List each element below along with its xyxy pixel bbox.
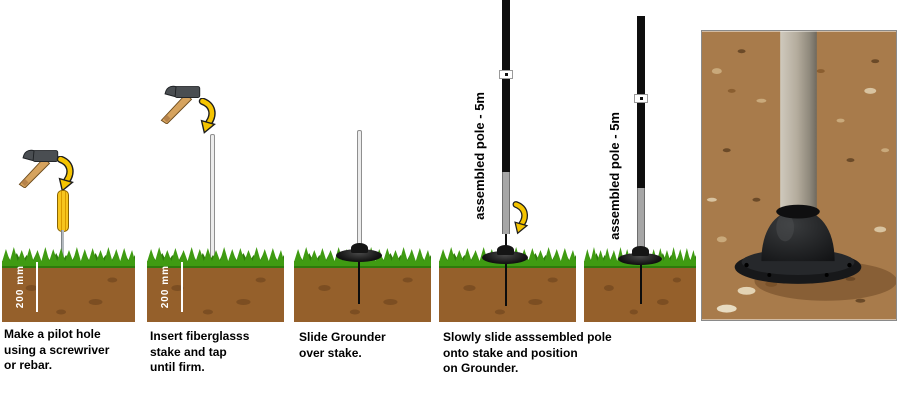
grounder-disc [618,253,662,265]
depth-label-text: 200 mm [159,265,171,309]
pole-mid-section [502,79,510,172]
soil-cross-section [2,246,135,322]
depth-label: 200 mm [157,260,173,314]
measure-line [181,262,183,312]
down-arrow-icon [54,155,78,197]
grounder-dome [351,243,368,253]
down-arrow-icon [196,97,220,139]
step-caption: Insert fiberglasss stake and tap until f… [150,329,250,375]
pole-connector [499,70,513,79]
stake-spike [640,262,642,304]
stake-spike [505,234,507,306]
pole-lower-section [502,172,510,234]
pole-length-label-text: assembled pole - 5m [471,92,487,220]
grounder-dome [632,246,649,256]
pole-mid-section [637,103,645,188]
measure-line [36,262,38,312]
grounder-disc [482,251,528,264]
pole-length-label: assembled pole - 5m [470,72,488,240]
pole-length-label-text: assembled pole - 5m [606,112,622,240]
hammer-icon [8,146,60,193]
pole-upper-section [637,16,645,94]
grounder-dome [497,245,514,255]
fiberglass-stake [357,130,362,250]
step-caption: Slowly slide asssembled pole onto stake … [443,330,612,376]
step-caption: Make a pilot hole using a screwriver or … [4,327,110,373]
hammer-icon [150,82,202,129]
down-arrow-icon [510,198,532,243]
pole-connector [634,94,648,103]
pole-length-label: assembled pole - 5m [605,96,623,256]
stake-spike [358,258,360,304]
pole-upper-section [502,0,510,70]
installed-pole-photo [701,30,897,321]
screwdriver-handle-icon [57,190,69,232]
step-caption: Slide Grounder over stake. [299,330,386,360]
depth-label: 200 mm [12,260,28,314]
grounder-disc [336,249,382,262]
depth-label-text: 200 mm [14,265,26,309]
pole-lower-section [637,188,645,250]
